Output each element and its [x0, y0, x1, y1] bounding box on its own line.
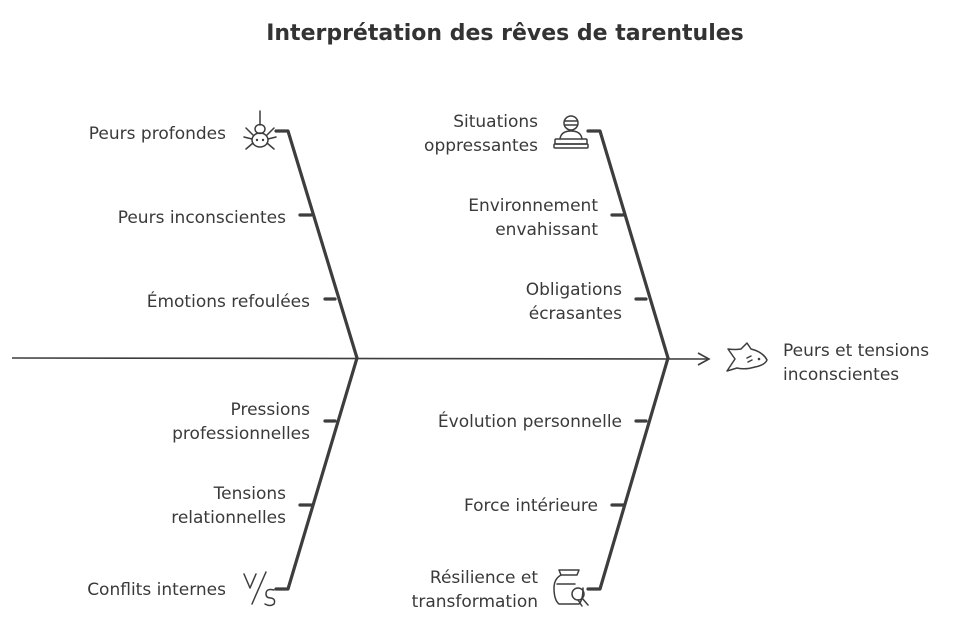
- diagram-title: Interprétation des rêves de tarentules: [266, 21, 744, 46]
- cause-label-bottom-left-3-line-1: Conflits internes: [87, 580, 226, 600]
- oppressed-person-icon: [553, 115, 589, 149]
- cause-label-bottom-right-2-line-1: Force intérieure: [464, 496, 598, 516]
- effect-label: Peurs et tensions inconscientes: [783, 341, 929, 385]
- bone-bottom-right: [586, 356, 670, 591]
- bone-top-right: [586, 129, 670, 360]
- effect-label-line-1: Peurs et tensions: [783, 341, 929, 361]
- cause-label-bottom-right-1-line-1: Évolution personnelle: [438, 410, 622, 432]
- cause-label-bottom-left-2-line-1: Tensions: [213, 484, 286, 504]
- jar-magnifier-icon: [553, 569, 589, 607]
- cause-label-bottom-right-3-line-2: transformation: [412, 592, 538, 612]
- effect-label-line-2: inconscientes: [783, 365, 899, 385]
- bone-bottom-left: [274, 356, 359, 591]
- cause-label-top-left-2-line-1: Peurs inconscientes: [118, 208, 286, 228]
- cause-label-top-right-3-line-2: écrasantes: [529, 304, 622, 324]
- cause-label-top-right-1-line-1: Situations: [453, 112, 538, 132]
- cause-label-bottom-right-3-line-1: Résilience et: [430, 568, 538, 588]
- cause-label-bottom-left-1-line-2: professionnelles: [172, 424, 310, 444]
- cause-label-top-left-3-line-1: Émotions refoulées: [147, 290, 310, 312]
- cause-label-bottom-left-2-line-2: relationnelles: [171, 508, 286, 528]
- bone-top-left: [274, 129, 359, 360]
- cause-label-top-right-1-line-2: oppressantes: [424, 136, 538, 156]
- cause-label-top-right-3-line-1: Obligations: [526, 280, 622, 300]
- fish-icon: [726, 342, 768, 372]
- cause-label-top-right-2-line-1: Environnement: [468, 196, 598, 216]
- cause-label-top-right-2-line-2: envahissant: [495, 220, 598, 240]
- spine: [11, 352, 711, 366]
- cause-label-top-left-1-line-1: Peurs profondes: [89, 124, 226, 144]
- versus-icon: [243, 571, 276, 607]
- cause-label-bottom-left-1-line-1: Pressions: [231, 400, 311, 420]
- spider-icon: [243, 110, 277, 150]
